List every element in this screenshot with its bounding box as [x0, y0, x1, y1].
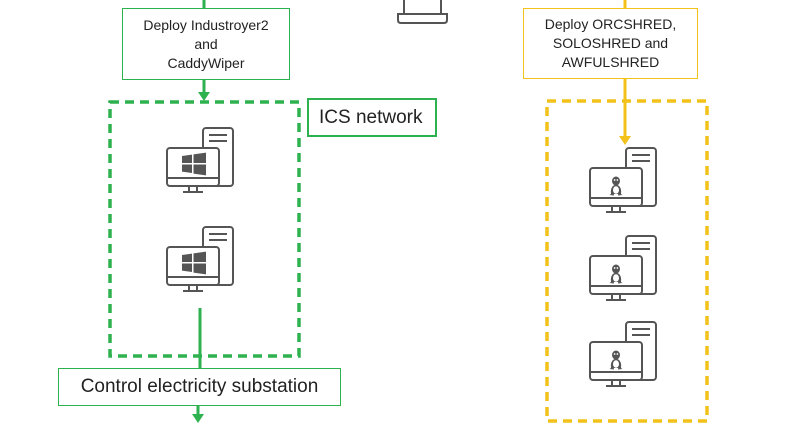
deploy-yellow-line-2: SOLOSHRED and [552, 35, 669, 51]
yellow-arrow-down [619, 136, 631, 145]
linux-network-zone [545, 99, 709, 423]
windows-computer-icon [166, 127, 234, 193]
deploy-industroyer2-box: Deploy Industroyer2 and CaddyWiper [122, 8, 290, 80]
linux-computer-icon [589, 147, 657, 213]
green-arrow-bottom [192, 414, 204, 423]
green-arrow-to-ics [198, 92, 210, 101]
linux-computer-icon [589, 235, 657, 301]
deploy-yellow-line-1: Deploy ORCSHRED, [544, 16, 677, 32]
deploy-green-line-1: Deploy Industroyer2 [143, 16, 269, 33]
deploy-yellow-line-3: AWFULSHRED [561, 54, 660, 70]
deploy-green-line-2: and [194, 35, 218, 52]
control-substation-label: Control electricity substation [58, 368, 341, 406]
deploy-green-line-3: CaddyWiper [167, 54, 245, 71]
linux-computer-icon [589, 321, 657, 387]
ics-network-label: ICS network [307, 98, 437, 137]
windows-computer-icon [166, 226, 234, 292]
ics-network-zone [108, 100, 301, 358]
laptop-icon [397, 0, 448, 24]
deploy-orcshred-box: Deploy ORCSHRED, SOLOSHRED and AWFULSHRE… [523, 8, 698, 79]
